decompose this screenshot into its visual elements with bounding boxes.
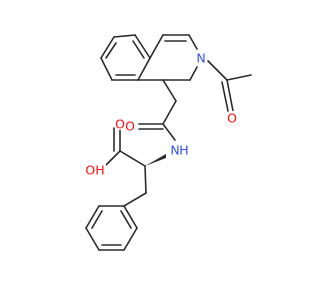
bond (137, 57, 151, 81)
benzo-ring (100, 34, 151, 81)
bond (85, 227, 100, 251)
bond (85, 205, 100, 229)
double-bond-inner (132, 40, 145, 59)
bond (119, 150, 146, 167)
bond (206, 59, 228, 81)
amide-linker (138, 79, 177, 141)
amide-nitrogen-label: N (170, 143, 179, 158)
bond (113, 34, 136, 38)
bond (144, 165, 147, 194)
phenyl-ring (85, 205, 138, 251)
structure-diagram: N O O N H O OH (85, 34, 252, 251)
atom-labels: N O O N H O OH (85, 51, 239, 178)
double-bond-inner (120, 210, 132, 229)
acid-hydroxyl-label: OH (85, 163, 104, 178)
bond (189, 66, 198, 81)
bond (188, 34, 198, 50)
dihydro-ring (137, 34, 198, 81)
ring-nitrogen-label: N (196, 51, 205, 66)
acetyl-oxygen-label: O (227, 111, 237, 126)
amide-oxygen-label: O (125, 119, 135, 134)
bond (162, 79, 177, 102)
bond (226, 74, 252, 81)
bond (123, 205, 138, 229)
bond (134, 34, 151, 59)
bond (100, 36, 115, 59)
acetyl-group (206, 59, 252, 112)
bond (221, 81, 229, 112)
double-bond-inner (105, 42, 117, 59)
bond (123, 227, 138, 251)
acid-carbonyl-oxygen-label: O (115, 117, 125, 132)
bond (226, 79, 234, 112)
amino-acid-core (102, 127, 166, 207)
amide-hydrogen-label: H (179, 143, 188, 158)
bond (123, 192, 147, 207)
bond (162, 123, 176, 141)
double-bond-inner (91, 210, 103, 229)
wedge-bond (145, 154, 166, 166)
bond (162, 100, 177, 125)
bond (149, 34, 164, 59)
bond (100, 57, 113, 81)
molecule-canvas: N O O N H O OH (85, 34, 252, 251)
